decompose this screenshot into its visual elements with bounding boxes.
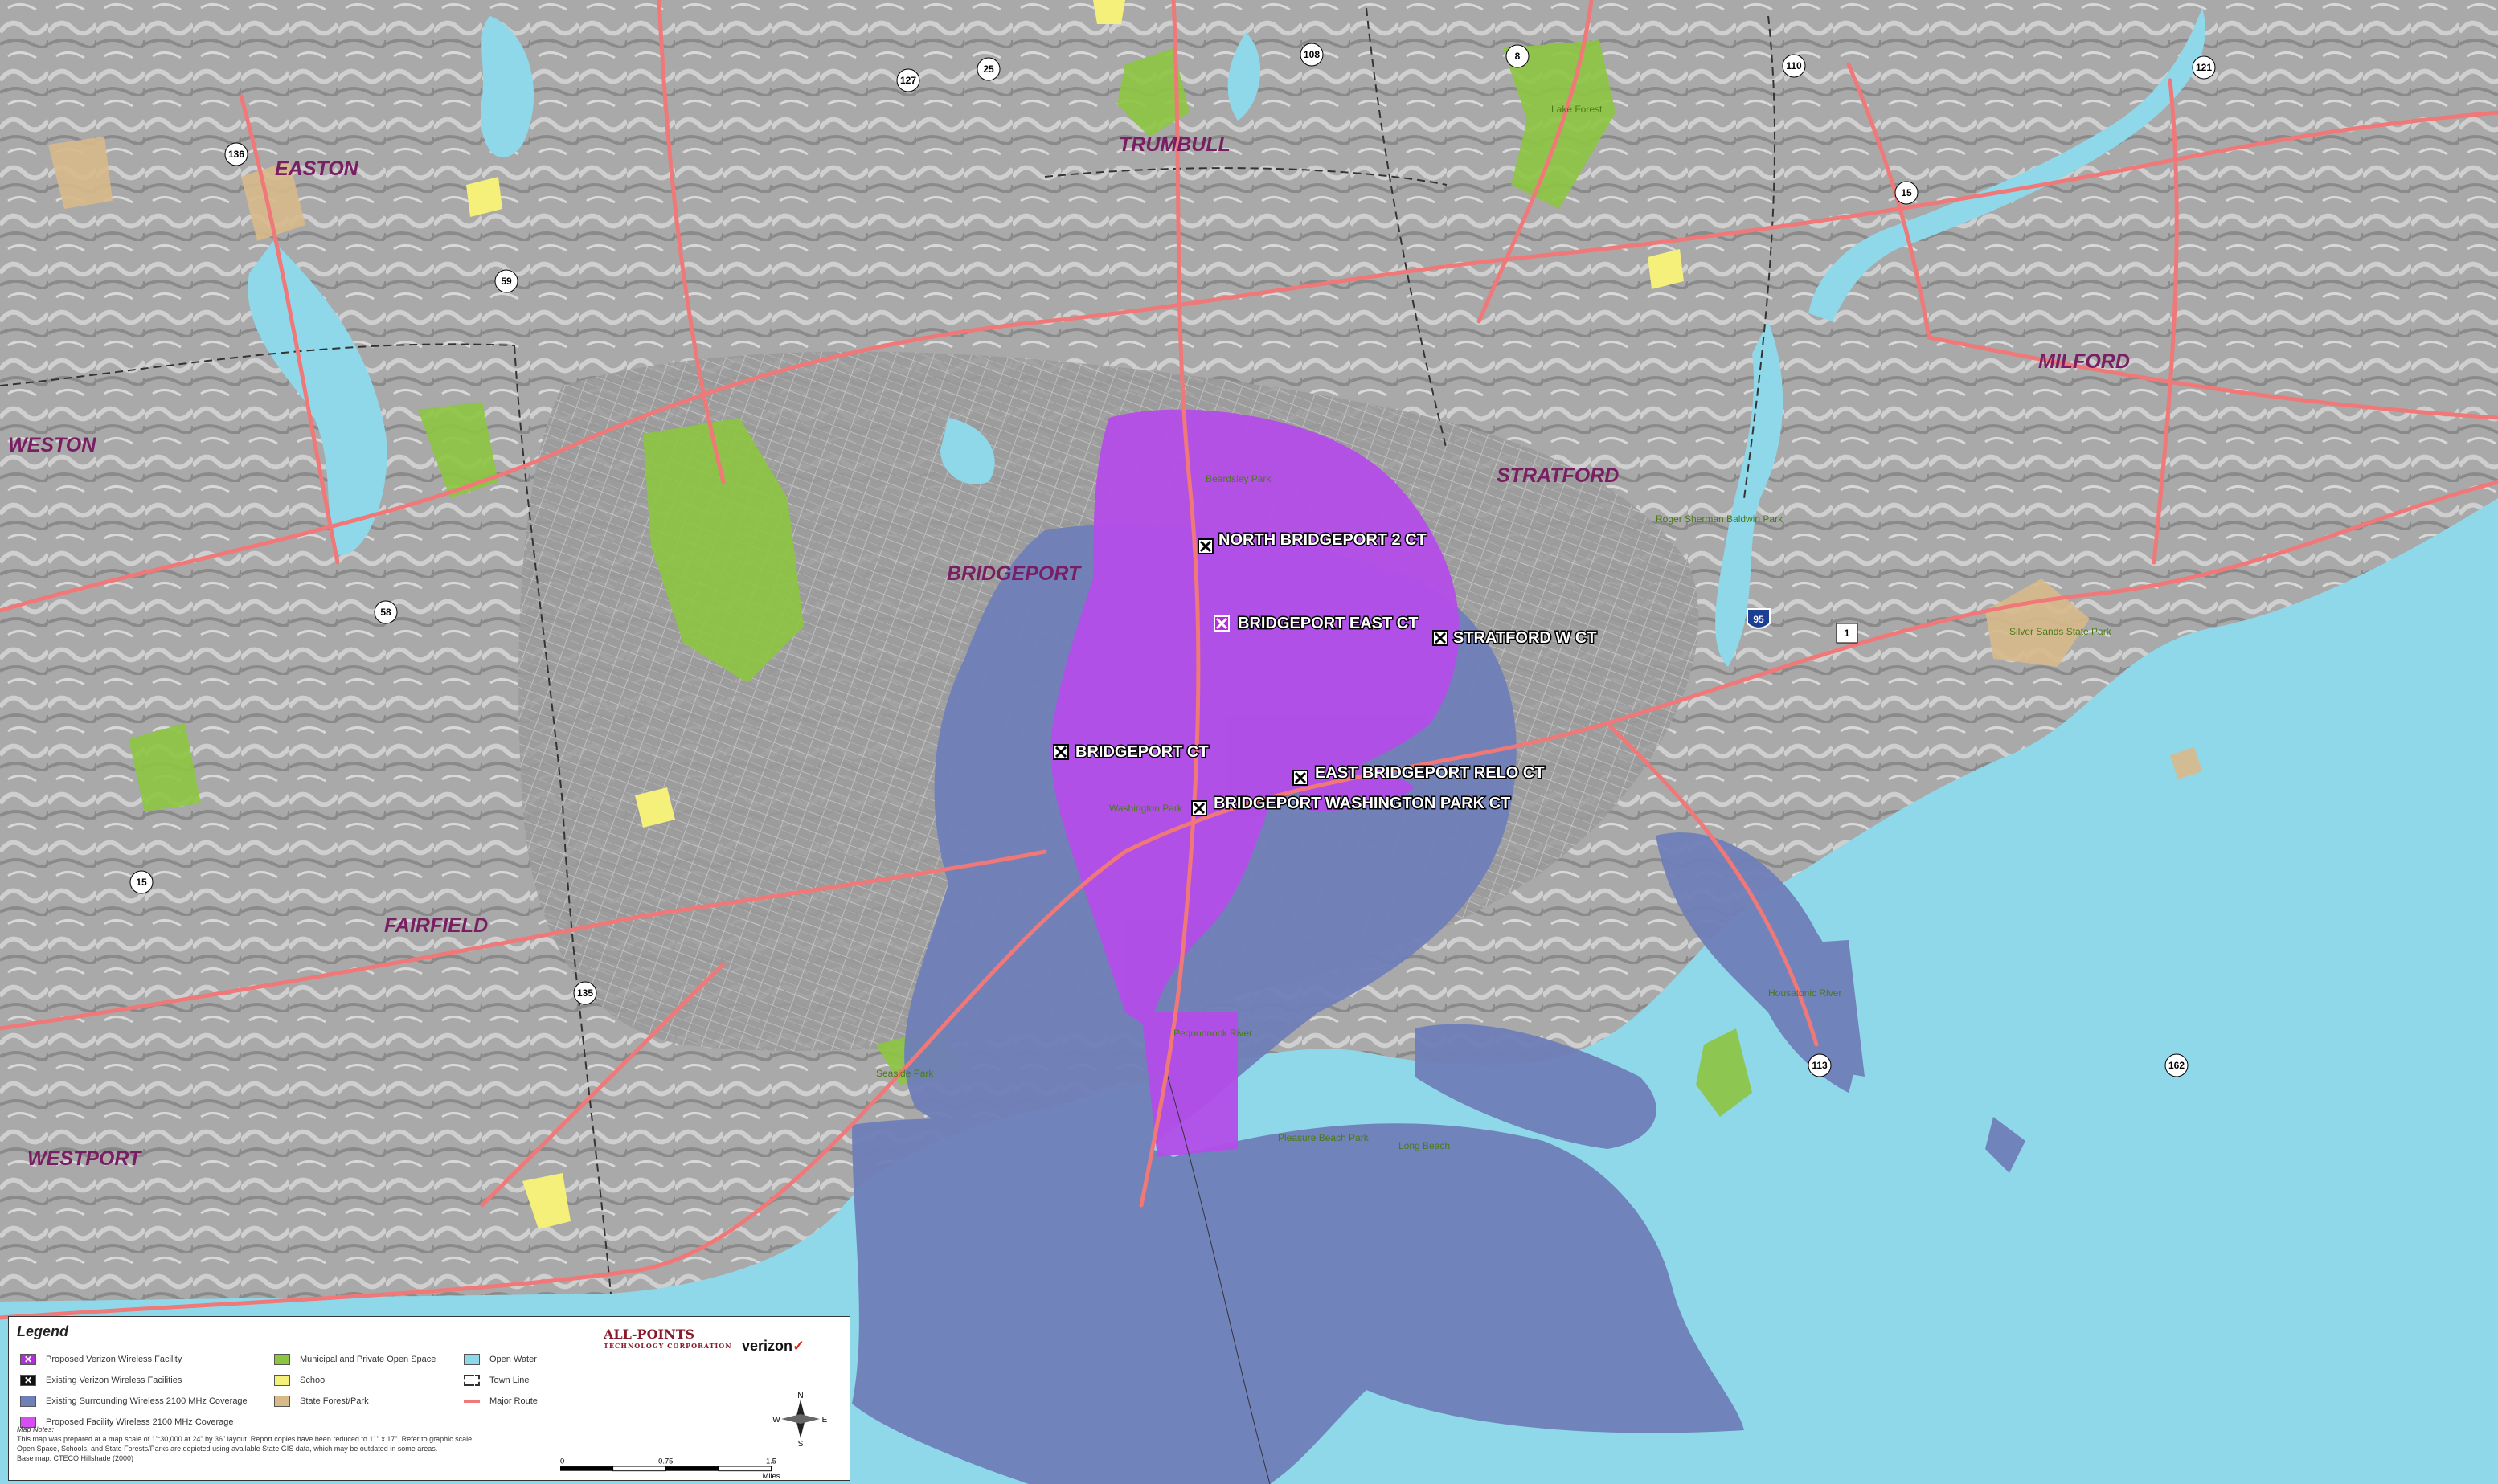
site-bridgeport-east[interactable]: BRIDGEPORT EAST CT — [1214, 614, 1419, 634]
svg-text:95: 95 — [1753, 614, 1764, 625]
town-labels: EASTON TRUMBULL WESTON BRIDGEPORT STRATF… — [8, 133, 2130, 1170]
svg-text:110: 110 — [1786, 60, 1802, 72]
town-weston: WESTON — [8, 434, 96, 456]
svg-text:Pleasure Beach Park: Pleasure Beach Park — [1278, 1132, 1370, 1143]
svg-text:121: 121 — [2196, 62, 2212, 73]
all-points-logo: ALL-POINTS TECHNOLOGY CORPORATION — [604, 1327, 732, 1350]
svg-text:Long Beach: Long Beach — [1398, 1140, 1450, 1151]
long-island-sound — [0, 498, 2498, 1484]
town-line-swatch — [464, 1375, 480, 1386]
svg-text:EAST BRIDGEPORT RELO CT: EAST BRIDGEPORT RELO CT — [1315, 764, 1545, 782]
open-space — [48, 40, 2202, 1117]
svg-text:127: 127 — [900, 75, 916, 86]
svg-text:1: 1 — [1845, 628, 1850, 639]
legend-item-state-forest: State Forest/Park — [274, 1391, 436, 1412]
svg-text:Roger Sherman Baldwin Park: Roger Sherman Baldwin Park — [1656, 513, 1783, 525]
svg-text:0: 0 — [560, 1457, 564, 1465]
legend-item-major-route: Major Route — [464, 1391, 538, 1412]
svg-text:S: S — [798, 1440, 804, 1447]
legend-item-proposed-facility: ✕ Proposed Verizon Wireless Facility — [20, 1349, 248, 1370]
town-stratford: STRATFORD — [1497, 464, 1619, 487]
site-north-bridgeport-2[interactable]: NORTH BRIDGEPORT 2 CT — [1198, 530, 1427, 554]
svg-text:Silver Sands State Park: Silver Sands State Park — [2009, 626, 2112, 637]
north-arrow-icon: N S E W — [772, 1392, 828, 1447]
site-bridgeport-washington-park[interactable]: BRIDGEPORT WASHINGTON PARK CT — [1191, 794, 1512, 816]
facility-sites: NORTH BRIDGEPORT 2 CT BRIDGEPORT EAST CT… — [1053, 530, 1598, 816]
school-swatch — [274, 1375, 290, 1386]
legend-column-facilities: ✕ Proposed Verizon Wireless Facility ✕ E… — [20, 1349, 248, 1433]
legend-column-other: Open Water Town Line Major Route — [464, 1349, 538, 1412]
town-milford: MILFORD — [2038, 350, 2130, 373]
schools — [466, 0, 1684, 1229]
svg-text:59: 59 — [501, 276, 512, 287]
svg-text:W: W — [772, 1416, 780, 1425]
svg-text:136: 136 — [228, 149, 244, 160]
svg-text:108: 108 — [1304, 49, 1320, 60]
legend-item-open-water: Open Water — [464, 1349, 538, 1370]
svg-text:STRATFORD W CT: STRATFORD W CT — [1453, 629, 1597, 647]
all-points-logo-subtitle: TECHNOLOGY CORPORATION — [604, 1342, 732, 1350]
map-notes: Map Notes: This map was prepared at a ma… — [17, 1425, 474, 1462]
proposed-facility-swatch: ✕ — [20, 1354, 36, 1365]
open-water-swatch — [464, 1354, 480, 1365]
town-fairfield: FAIRFIELD — [384, 914, 488, 937]
route-shields: 127 25 108 8 110 121 136 59 15 58 135 95… — [129, 43, 2216, 1077]
proposed-coverage — [1050, 409, 1460, 1157]
svg-text:Washington Park: Washington Park — [1109, 803, 1183, 814]
map-legend: Legend ✕ Proposed Verizon Wireless Facil… — [8, 1316, 850, 1481]
town-westport: WESTPORT — [27, 1147, 143, 1170]
state-forest-swatch — [274, 1396, 290, 1407]
legend-item-existing-facilities: ✕ Existing Verizon Wireless Facilities — [20, 1370, 248, 1391]
site-bridgeport[interactable]: BRIDGEPORT CT — [1053, 742, 1210, 762]
major-routes — [0, 0, 2498, 1320]
svg-text:58: 58 — [380, 607, 391, 618]
existing-coverage-swatch — [20, 1396, 36, 1407]
legend-item-proposed-coverage: Proposed Facility Wireless 2100 MHz Cove… — [20, 1412, 248, 1433]
legend-item-open-space: Municipal and Private Open Space — [274, 1349, 436, 1370]
svg-text:Beardsley Park: Beardsley Park — [1206, 473, 1272, 484]
site-east-bridgeport-relo[interactable]: EAST BRIDGEPORT RELO CT — [1292, 763, 1546, 786]
town-lines — [0, 7, 1776, 1484]
town-easton: EASTON — [275, 157, 359, 180]
svg-text:0.75: 0.75 — [658, 1457, 673, 1465]
place-labels: Pequonnock River Seaside Park Beardsley … — [876, 104, 2112, 1151]
svg-text:Miles: Miles — [763, 1472, 780, 1479]
svg-text:8: 8 — [1515, 51, 1521, 62]
svg-text:BRIDGEPORT WASHINGTON PARK CT: BRIDGEPORT WASHINGTON PARK CT — [1214, 795, 1510, 812]
major-route-swatch — [464, 1400, 480, 1403]
svg-text:Seaside Park: Seaside Park — [876, 1068, 934, 1079]
svg-text:NORTH BRIDGEPORT 2 CT: NORTH BRIDGEPORT 2 CT — [1218, 531, 1427, 549]
svg-text:15: 15 — [1901, 187, 1912, 198]
svg-text:162: 162 — [2168, 1060, 2185, 1071]
all-points-logo-text: ALL-POINTS — [604, 1327, 695, 1342]
existing-facility-swatch: ✕ — [20, 1375, 36, 1386]
open-space-swatch — [274, 1354, 290, 1365]
svg-text:135: 135 — [577, 987, 593, 999]
svg-text:BRIDGEPORT CT: BRIDGEPORT CT — [1075, 743, 1209, 761]
svg-text:Pequonnock River: Pequonnock River — [1173, 1028, 1252, 1039]
svg-text:1.5: 1.5 — [766, 1457, 776, 1465]
town-trumbull: TRUMBULL — [1119, 133, 1231, 156]
legend-item-school: School — [274, 1370, 436, 1391]
legend-column-land: Municipal and Private Open Space School … — [274, 1349, 436, 1412]
svg-text:Housatonic River: Housatonic River — [1768, 987, 1841, 999]
legend-item-town-line: Town Line — [464, 1370, 538, 1391]
legend-title: Legend — [17, 1323, 69, 1339]
svg-text:BRIDGEPORT EAST CT: BRIDGEPORT EAST CT — [1238, 615, 1418, 632]
svg-text:N: N — [797, 1392, 803, 1400]
svg-text:25: 25 — [983, 63, 994, 75]
svg-text:113: 113 — [1812, 1060, 1828, 1071]
scale-bar: 0 0.75 1.5 Miles — [560, 1457, 780, 1479]
proposed-coverage-swatch — [20, 1417, 36, 1428]
verizon-logo: verizon✓ — [742, 1338, 805, 1354]
svg-text:15: 15 — [136, 877, 147, 888]
svg-text:Lake Forest: Lake Forest — [1551, 104, 1603, 115]
town-bridgeport: BRIDGEPORT — [947, 562, 1083, 585]
site-stratford-w[interactable]: STRATFORD W CT — [1432, 628, 1598, 648]
svg-text:E: E — [822, 1416, 828, 1425]
legend-item-existing-coverage: Existing Surrounding Wireless 2100 MHz C… — [20, 1391, 248, 1412]
